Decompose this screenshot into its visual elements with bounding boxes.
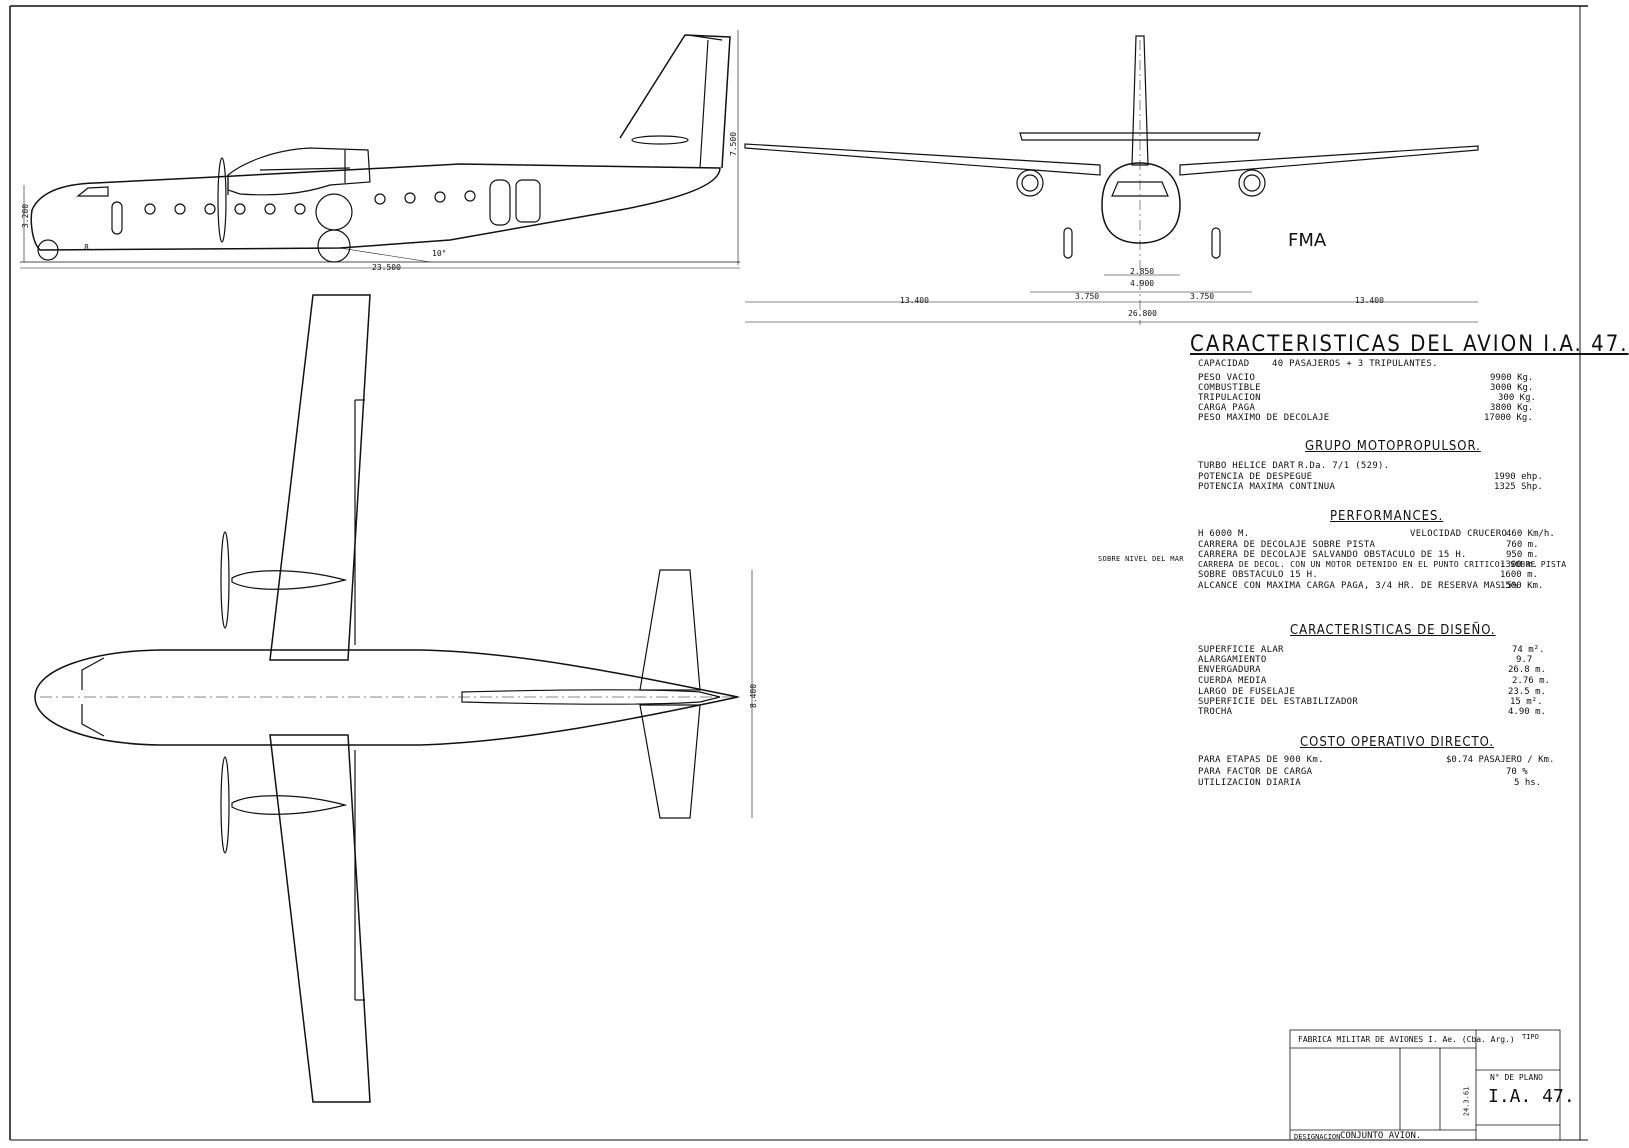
perf-row-label: CARRERA DE DECOLAJE SALVANDO OBSTACULO D… [1198,550,1467,560]
side-view [20,30,740,269]
design-row-label: ALARGAMIENTO [1198,655,1267,665]
perf-row-value: 760 m. [1506,540,1539,550]
dim-front-gear: 4.900 [1130,279,1155,288]
char-row-value: 9900 Kg. [1490,373,1534,383]
char-row-label: PESO MAXIMO DE DECOLAJE [1198,413,1330,423]
engine-value: R.Da. 7/1 (529). [1298,461,1390,471]
design-row-value: 9.7 [1516,655,1533,665]
dim-tail-height: 7.500 [729,131,739,157]
perf-row-value: 1500 Km. [1500,581,1544,591]
operating-cost-title: COSTO OPERATIVO DIRECTO. [1300,735,1495,750]
title-block-plan-number: I.A. 47. [1488,1086,1575,1107]
dim-front-half-right: 3.750 [1190,292,1215,301]
design-row-value: 2.76 m. [1512,676,1550,686]
design-row-label: TROCHA [1198,707,1233,717]
char-row-label: PESO VACIO [1198,373,1256,383]
perf-row-label: SOBRE OBSTACULO 15 H. [1198,570,1319,580]
capacity-value: 40 PASAJEROS + 3 TRIPULANTES. [1272,359,1438,369]
cost-row-value: $0.74 PASAJERO / Km. [1446,755,1555,765]
perf-row-label: CARRERA DE DECOLAJE SOBRE PISTA [1198,540,1376,550]
char-row-label: CARGA PAGA [1198,403,1256,413]
dim-ground-clear: 8 [84,243,89,252]
cost-row-label: PARA FACTOR DE CARGA [1198,767,1313,777]
perf-row-value: 1300 m. [1500,560,1538,570]
design-row-value: 74 m². [1512,645,1545,655]
dim-front-wing-left: 13.400 [900,296,929,305]
title-block-designation-label: DESIGNACION [1294,1133,1341,1141]
design-row-label: ENVERGADURA [1198,665,1261,675]
design-row-label: SUPERFICIE DEL ESTABILIZADOR [1198,697,1359,707]
propulsion-row-label: POTENCIA MAXIMA CONTINUA [1198,482,1336,492]
cost-row-label: PARA ETAPAS DE 900 Km. [1198,755,1324,765]
char-row-label: TRIPULACION [1198,393,1261,403]
engine-label: TURBO HELICE DART [1198,461,1296,471]
title-block-factory: FABRICA MILITAR DE AVIONES I. Ae. (Cba. … [1298,1035,1515,1044]
design-row-value: 15 m². [1510,697,1543,707]
char-row-value: 300 Kg. [1498,393,1536,403]
top-view [34,294,753,1103]
fma-logo-text: FMA [1288,230,1327,251]
dim-side-height: 3.200 [21,203,31,229]
propulsion-title: GRUPO MOTOPROPULSOR. [1305,439,1481,454]
front-view [744,35,1479,325]
dim-span: 26.800 [1128,309,1157,318]
characteristics-title: CARACTERISTICAS DEL AVION I.A. 47. [1190,332,1629,357]
perf-row-label: CARRERA DE DECOL. CON UN MOTOR DETENIDO … [1198,560,1567,569]
propulsion-row-value: 1325 Shp. [1494,482,1543,492]
design-row-value: 4.90 m. [1508,707,1546,717]
design-row-label: SUPERFICIE ALAR [1198,645,1284,655]
cost-row-value: 70 % [1506,767,1528,777]
cost-row-label: UTILIZACION DIARIA [1198,778,1301,788]
design-row-label: LARGO DE FUSELAJE [1198,687,1296,697]
cost-row-value: 5 hs. [1514,778,1542,788]
perf-row-label: ALCANCE CON MAXIMA CARGA PAGA, 3/4 HR. D… [1198,581,1519,591]
title-block-type-label: TIPO [1522,1033,1539,1041]
perf-row-value: 1600 m. [1500,570,1538,580]
perf-row-value: 950 m. [1506,550,1539,560]
title-block [1289,1029,1561,1141]
dim-front-track: 2.850 [1130,267,1155,276]
design-row-label: CUERDA MEDIA [1198,676,1267,686]
cruise-value: 460 Km/h. [1506,529,1555,539]
title-block-date: 24.3.61 [1462,1086,1471,1117]
title-block-plan-label: N° DE PLANO [1490,1073,1543,1082]
cruise-label: H 6000 M. [1198,529,1250,539]
design-title: CARACTERISTICAS DE DISEÑO. [1290,623,1496,638]
cruise-mid: VELOCIDAD CRUCERO [1410,529,1508,539]
dim-stab-span: 8.400 [749,683,759,709]
char-row-value: 3000 Kg. [1490,383,1534,393]
char-row-value: 3800 Kg. [1490,403,1534,413]
dim-front-wing-right: 13.400 [1355,296,1384,305]
dim-tail-angle: 10° [432,249,447,258]
propulsion-row-value: 1990 ehp. [1494,472,1543,482]
title-block-designation: CONJUNTO AVION. [1340,1131,1422,1141]
dim-front-half-left: 3.750 [1075,292,1100,301]
char-row-label: COMBUSTIBLE [1198,383,1261,393]
design-row-value: 26.8 m. [1508,665,1546,675]
design-row-value: 23.5 m. [1508,687,1546,697]
performance-title: PERFORMANCES. [1330,509,1444,524]
capacity-label: CAPACIDAD [1198,359,1250,369]
dim-side-length: 23.500 [372,263,401,272]
performance-side-note: SOBRE NIVEL DEL MAR [1098,555,1184,563]
propulsion-row-label: POTENCIA DE DESPEGUE [1198,472,1313,482]
char-row-value: 17000 Kg. [1484,413,1533,423]
